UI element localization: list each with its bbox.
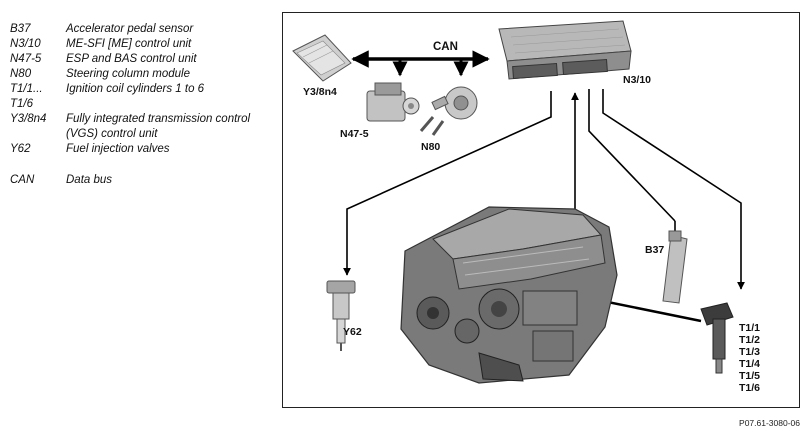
legend-code: CAN bbox=[10, 174, 35, 186]
legend-desc: Fully integrated transmission control (V… bbox=[66, 113, 251, 140]
legend-code: N47-5 bbox=[10, 53, 42, 65]
can-bus bbox=[351, 50, 490, 77]
legend-code: N80 bbox=[10, 68, 32, 80]
legend-desc: Fuel injection valves bbox=[66, 143, 170, 155]
legend-desc: Steering column module bbox=[66, 68, 191, 80]
legend-desc: Accelerator pedal sensor bbox=[66, 23, 194, 35]
legend-row-b37: B37 Accelerator pedal sensor bbox=[10, 22, 270, 37]
legend-row-n80: N80 Steering column module bbox=[10, 67, 270, 82]
n80-component bbox=[419, 86, 478, 136]
legend-row-can: CAN Data bus bbox=[10, 173, 270, 188]
wiring-diagram: CAN Y3/8n4 N47-5 N80 bbox=[292, 20, 760, 394]
legend-desc: Data bus bbox=[66, 174, 113, 186]
legend-code: T1/1... bbox=[10, 83, 43, 95]
legend-code: B37 bbox=[10, 23, 31, 35]
legend-row-t16: T1/6 bbox=[10, 97, 270, 112]
y62-component bbox=[326, 280, 356, 351]
figure-reference: P07.61-3080-06 bbox=[739, 418, 800, 428]
legend-desc: ME-SFI [ME] control unit bbox=[66, 38, 192, 50]
legend-code: N3/10 bbox=[10, 38, 41, 50]
t1-ignition-coil-component bbox=[700, 302, 734, 374]
n3-10-label: N3/10 bbox=[623, 74, 651, 86]
legend-row-y62: Y62 Fuel injection valves bbox=[10, 142, 270, 157]
y62-label: Y62 bbox=[343, 326, 362, 338]
legend-row-n47: N47-5 ESP and BAS control unit bbox=[10, 52, 270, 67]
legend-desc: ESP and BAS control unit bbox=[66, 53, 197, 65]
b37-component bbox=[662, 230, 688, 304]
y3-8n4-component bbox=[292, 34, 352, 82]
diagram-frame: CAN Y3/8n4 N47-5 N80 bbox=[282, 12, 800, 408]
legend-row-n310: N3/10 ME-SFI [ME] control unit bbox=[10, 37, 270, 52]
legend: B37 Accelerator pedal sensor N3/10 ME-SF… bbox=[10, 22, 270, 188]
engine-component bbox=[400, 206, 618, 384]
t1-2-label: T1/2 bbox=[739, 334, 760, 346]
legend-desc bbox=[66, 97, 270, 112]
t1-4-label: T1/4 bbox=[739, 358, 760, 370]
t1-1-label: T1/1 bbox=[739, 322, 760, 334]
t1-6-label: T1/6 bbox=[739, 382, 760, 394]
n47-5-label: N47-5 bbox=[340, 128, 369, 140]
t1-3-label: T1/3 bbox=[739, 346, 760, 358]
y3-8n4-label: Y3/8n4 bbox=[303, 86, 337, 98]
n3-10-component bbox=[498, 20, 632, 80]
legend-code: Y62 bbox=[10, 143, 31, 155]
can-label: CAN bbox=[433, 41, 458, 53]
t1-5-label: T1/5 bbox=[739, 370, 760, 382]
n47-5-component bbox=[366, 82, 420, 122]
legend-row-y3: Y3/8n4 Fully integrated transmission con… bbox=[10, 112, 270, 142]
legend-code: T1/6 bbox=[10, 98, 34, 110]
n80-label: N80 bbox=[421, 141, 440, 153]
b37-label: B37 bbox=[645, 244, 664, 256]
legend-row-t11: T1/1... Ignition coil cylinders 1 to 6 bbox=[10, 82, 270, 97]
legend-code: Y3/8n4 bbox=[10, 113, 47, 125]
legend-desc: Ignition coil cylinders 1 to 6 bbox=[66, 83, 205, 95]
